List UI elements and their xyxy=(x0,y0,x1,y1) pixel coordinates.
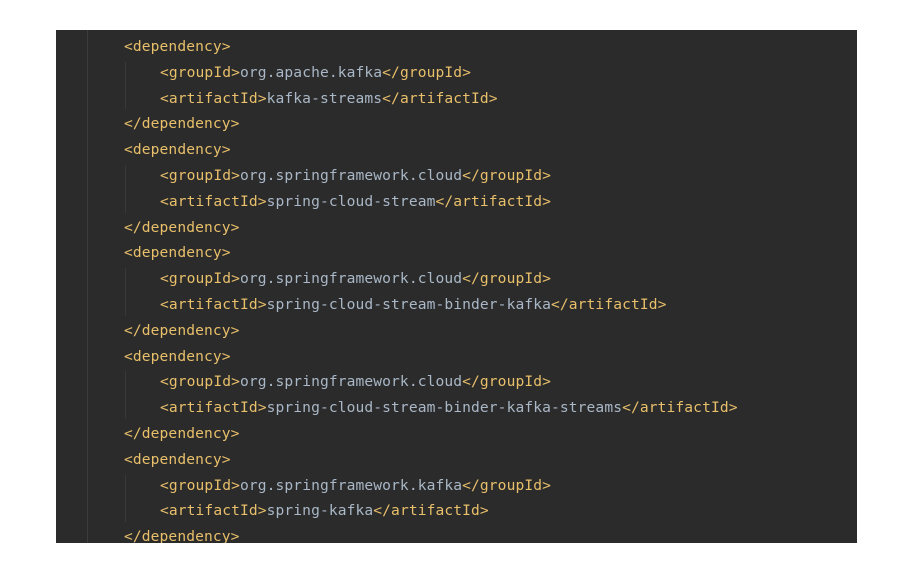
code-line[interactable]: <groupId>org.apache.kafka</groupId> xyxy=(124,60,738,86)
xml-close-tag: </groupId> xyxy=(382,63,472,81)
xml-open-tag: </dependency> xyxy=(124,218,240,236)
code-line[interactable]: <artifactId>spring-cloud-stream-binder-k… xyxy=(124,292,738,318)
xml-open-tag: <groupId> xyxy=(160,166,240,184)
xml-text-value: org.apache.kafka xyxy=(239,63,383,81)
indent-guide xyxy=(125,371,126,419)
xml-open-tag: </dependency> xyxy=(124,528,240,543)
code-line[interactable]: </dependency> xyxy=(124,421,738,447)
xml-open-tag: <dependency> xyxy=(124,244,231,262)
code-line[interactable]: <dependency> xyxy=(124,240,738,266)
xml-close-tag: </groupId> xyxy=(462,166,552,184)
code-line[interactable]: <dependency> xyxy=(124,447,738,473)
xml-open-tag: <groupId> xyxy=(160,476,240,494)
xml-text-value: spring-cloud-stream-binder-kafka xyxy=(266,295,551,313)
xml-text-value: spring-cloud-stream-binder-kafka-streams xyxy=(266,399,623,417)
code-line[interactable]: <dependency> xyxy=(124,34,738,60)
xml-open-tag: <artifactId> xyxy=(160,399,267,417)
xml-open-tag: </dependency> xyxy=(124,321,240,339)
code-line[interactable]: <artifactId>kafka-streams</artifactId> xyxy=(124,86,738,112)
xml-open-tag: <artifactId> xyxy=(160,502,267,520)
xml-close-tag: </artifactId> xyxy=(551,295,667,313)
xml-text-value: spring-cloud-stream xyxy=(266,192,436,210)
code-line[interactable]: <groupId>org.springframework.cloud</grou… xyxy=(124,163,738,189)
xml-close-tag: </groupId> xyxy=(462,476,552,494)
code-line[interactable]: </dependency> xyxy=(124,524,738,543)
indent-guide xyxy=(125,474,126,523)
xml-open-tag: <groupId> xyxy=(160,373,240,391)
xml-close-tag: </groupId> xyxy=(462,373,552,391)
xml-open-tag: </dependency> xyxy=(124,424,240,442)
code-line[interactable]: <artifactId>spring-cloud-stream-binder-k… xyxy=(124,395,738,421)
code-content[interactable]: <dependency><groupId>org.apache.kafka</g… xyxy=(124,34,738,543)
xml-open-tag: <artifactId> xyxy=(160,295,267,313)
code-line[interactable]: <dependency> xyxy=(124,137,738,163)
code-line[interactable]: <dependency> xyxy=(124,344,738,370)
xml-close-tag: </artifactId> xyxy=(435,192,552,210)
xml-text-value: org.springframework.cloud xyxy=(239,373,463,391)
indent-guide xyxy=(125,61,126,110)
code-line[interactable]: </dependency> xyxy=(124,318,738,344)
xml-text-value: org.springframework.cloud xyxy=(239,270,463,288)
xml-close-tag: </groupId> xyxy=(462,270,552,288)
xml-open-tag: <artifactId> xyxy=(160,192,267,210)
xml-text-value: kafka-streams xyxy=(266,89,383,107)
xml-text-value: org.springframework.kafka xyxy=(239,476,463,494)
gutter-divider xyxy=(87,30,88,543)
xml-text-value: spring-kafka xyxy=(266,502,374,520)
code-line[interactable]: </dependency> xyxy=(124,215,738,241)
xml-open-tag: </dependency> xyxy=(124,115,240,133)
xml-open-tag: <groupId> xyxy=(160,63,240,81)
xml-close-tag: </artifactId> xyxy=(622,399,738,417)
code-line[interactable]: <groupId>org.springframework.cloud</grou… xyxy=(124,266,738,292)
xml-open-tag: <artifactId> xyxy=(160,89,267,107)
code-editor[interactable]: <dependency><groupId>org.apache.kafka</g… xyxy=(56,30,857,543)
xml-open-tag: <dependency> xyxy=(124,38,231,55)
xml-text-value: org.springframework.cloud xyxy=(239,166,463,184)
xml-open-tag: <groupId> xyxy=(160,270,240,288)
indent-guide xyxy=(125,165,126,213)
xml-close-tag: </artifactId> xyxy=(373,502,489,520)
code-line[interactable]: <groupId>org.springframework.cloud</grou… xyxy=(124,369,738,395)
code-line[interactable]: </dependency> xyxy=(124,111,738,137)
xml-open-tag: <dependency> xyxy=(124,347,231,365)
code-line[interactable]: <artifactId>spring-cloud-stream</artifac… xyxy=(124,189,738,215)
indent-guide xyxy=(125,268,126,316)
code-line[interactable]: <groupId>org.springframework.kafka</grou… xyxy=(124,473,738,499)
xml-open-tag: <dependency> xyxy=(124,141,231,159)
xml-open-tag: <dependency> xyxy=(124,450,231,468)
code-line[interactable]: <artifactId>spring-kafka</artifactId> xyxy=(124,498,738,524)
xml-close-tag: </artifactId> xyxy=(382,89,498,107)
